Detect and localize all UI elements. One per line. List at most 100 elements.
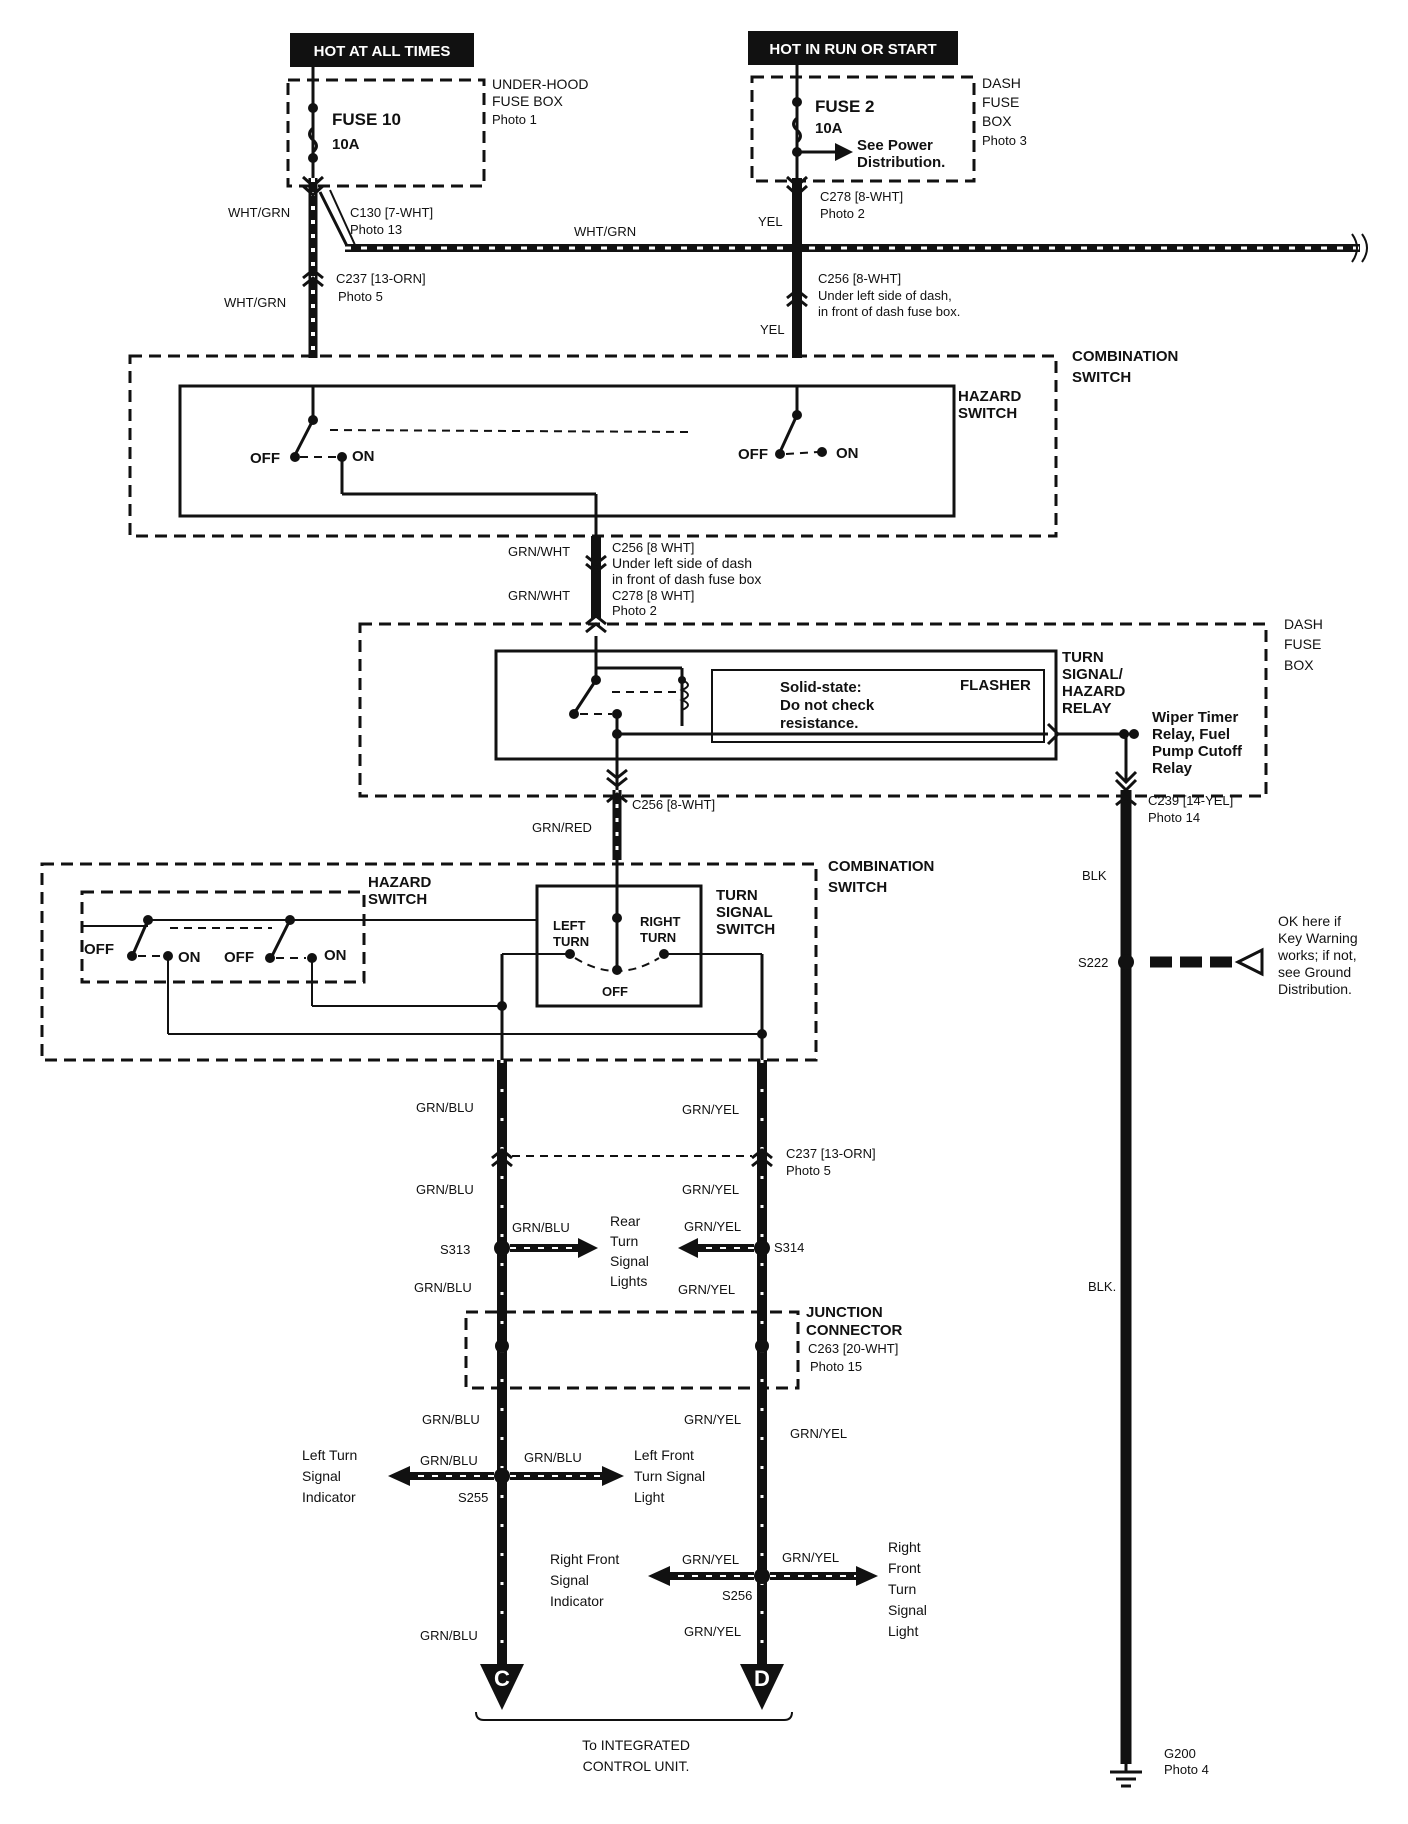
ground-g200-label: G200: [1164, 1746, 1196, 1761]
right-front-label-3: Turn: [888, 1581, 916, 1597]
ground-g200-photo: Photo 4: [1164, 1762, 1209, 1777]
svg-text:ON: ON: [352, 448, 375, 465]
wire-label-grn-blu-1: GRN/BLU: [416, 1100, 474, 1115]
grn-red-wire: [606, 760, 628, 860]
s256-branches: [648, 1566, 878, 1586]
grn-blu-wire: [480, 1060, 524, 1710]
hot-in-run-or-start-label: HOT IN RUN OR START: [748, 31, 958, 65]
wire-label-grn-yel-2: GRN/YEL: [682, 1182, 739, 1197]
ground-note-4: see Ground: [1278, 964, 1351, 980]
svg-text:GRN/YEL: GRN/YEL: [790, 1426, 847, 1441]
svg-text:GRN/BLU: GRN/BLU: [420, 1453, 478, 1468]
connector-c256-low-label: C256 [8-WHT]: [632, 797, 715, 812]
wire-label-grn-yel-1: GRN/YEL: [682, 1102, 739, 1117]
combination-switch-lower-title-2: SWITCH: [828, 879, 887, 896]
turn-signal-switch-title-1: TURN: [716, 887, 758, 904]
svg-text:Distribution.: Distribution.: [857, 154, 945, 171]
s255-branches: [388, 1466, 624, 1486]
splice-s255-label: S255: [458, 1490, 488, 1505]
right-front-label-4: Signal: [888, 1602, 927, 1618]
connector-c130-photo: Photo 13: [350, 222, 402, 237]
output-d-label: D: [754, 1666, 770, 1691]
ground-note-1: OK here if: [1278, 913, 1341, 929]
connector-c256-mid-note-2: in front of dash fuse box: [612, 571, 761, 587]
left-front-label-1: Left Front: [634, 1447, 694, 1463]
svg-text:ON: ON: [324, 947, 347, 964]
svg-text:GRN/BLU: GRN/BLU: [422, 1412, 480, 1427]
svg-text:TURN: TURN: [553, 934, 589, 949]
flasher-note-1: Solid-state:: [780, 679, 862, 696]
rear-turn-label-4: Lights: [610, 1273, 647, 1289]
svg-text:BOX: BOX: [982, 113, 1012, 129]
svg-text:OFF: OFF: [84, 941, 114, 958]
svg-text:GRN/YEL: GRN/YEL: [782, 1550, 839, 1565]
svg-text:ON: ON: [836, 445, 859, 462]
left-indicator-label-2: Signal: [302, 1468, 341, 1484]
svg-text:FUSE: FUSE: [982, 94, 1019, 110]
connector-c237-low-label: C237 [13-ORN]: [786, 1146, 876, 1161]
ground-note-5: Distribution.: [1278, 981, 1352, 997]
wire-label-grn-red: GRN/RED: [532, 820, 592, 835]
junction-label-1: JUNCTION: [806, 1304, 883, 1321]
right-indicator-label-1: Right Front: [550, 1551, 619, 1567]
fuse-2-label: FUSE 2: [815, 97, 875, 116]
output-destination-2: CONTROL UNIT.: [583, 1758, 690, 1774]
svg-text:OFF: OFF: [602, 984, 628, 999]
connector-c263-photo: Photo 15: [810, 1359, 862, 1374]
grn-yel-wire: [740, 1060, 784, 1710]
rear-turn-label-2: Turn: [610, 1233, 638, 1249]
connector-c237-top-photo: Photo 5: [338, 289, 383, 304]
connector-c239-photo: Photo 14: [1148, 810, 1200, 825]
blk-ground-wire: [1110, 790, 1264, 1788]
svg-text:GRN/BLU: GRN/BLU: [420, 1628, 478, 1643]
svg-text:LEFT: LEFT: [553, 918, 586, 933]
hazard-switch-top-label-1: HAZARD: [958, 388, 1021, 405]
relay-title-1: TURN: [1062, 649, 1104, 666]
dash-fuse-box-relay: FLASHER Solid-state: Do not check resist…: [358, 616, 1323, 798]
flasher-label: FLASHER: [960, 677, 1031, 694]
dash-fuse-box-label-3: BOX: [1284, 657, 1314, 673]
svg-text:DASH: DASH: [982, 75, 1021, 91]
splice-s313-label: S313: [440, 1242, 470, 1257]
connector-c239-label: C239 [14-YEL]: [1148, 793, 1233, 808]
wire-label-grn-wht-1: GRN/WHT: [508, 544, 570, 559]
svg-text:OFF: OFF: [738, 446, 768, 463]
connector-c256-top-label: C256 [8-WHT]: [818, 271, 901, 286]
hot-at-all-times-label: HOT AT ALL TIMES: [290, 33, 474, 67]
combination-switch-top-title-1: COMBINATION: [1072, 348, 1178, 365]
rear-turn-label-3: Signal: [610, 1253, 649, 1269]
output-bracket: [475, 1711, 793, 1721]
hazard-switch-top-label-2: SWITCH: [958, 405, 1017, 422]
svg-text:GRN/YEL: GRN/YEL: [684, 1412, 741, 1427]
connector-c256-mid-note-1: Under left side of dash: [612, 555, 752, 571]
dash-fuse-box-top: FUSE 2 10A See Power Distribution. DASH …: [750, 65, 1027, 183]
svg-text:Relay: Relay: [1152, 760, 1193, 777]
wire-label-wht-grn-2: WHT/GRN: [574, 224, 636, 239]
svg-text:GRN/YEL: GRN/YEL: [682, 1552, 739, 1567]
right-front-label-1: Right: [888, 1539, 921, 1555]
connector-c256-mid-label: C256 [8 WHT]: [612, 540, 694, 555]
svg-text:HOT AT ALL TIMES: HOT AT ALL TIMES: [314, 43, 451, 60]
svg-text:Pump Cutoff: Pump Cutoff: [1152, 743, 1243, 760]
flasher-note-2: Do not check: [780, 697, 875, 714]
connector-c278-mid-label: C278 [8 WHT]: [612, 588, 694, 603]
hazard-switch-lower-label-2: SWITCH: [368, 891, 427, 908]
relay-title-4: RELAY: [1062, 700, 1111, 717]
svg-text:GRN/BLU: GRN/BLU: [414, 1280, 472, 1295]
svg-text:HOT IN RUN OR START: HOT IN RUN OR START: [769, 41, 936, 58]
ground-note-2: Key Warning: [1278, 930, 1358, 946]
connector-c237-top-label: C237 [13-ORN]: [336, 271, 426, 286]
ground-note-3: works; if not,: [1277, 947, 1357, 963]
svg-text:RIGHT: RIGHT: [640, 914, 681, 929]
relay-title-3: HAZARD: [1062, 683, 1125, 700]
output-destination-1: To INTEGRATED: [582, 1737, 690, 1753]
splice-s314-label: S314: [774, 1240, 804, 1255]
junction-label-2: CONNECTOR: [806, 1322, 903, 1339]
wire-label-yel-2: YEL: [760, 322, 785, 337]
relay-title-2: SIGNAL/: [1062, 666, 1124, 683]
svg-text:GRN/YEL: GRN/YEL: [678, 1282, 735, 1297]
connector-c237-low-photo: Photo 5: [786, 1163, 831, 1178]
fuse-10-rating: 10A: [332, 136, 360, 153]
flasher-note-3: resistance.: [780, 715, 858, 732]
